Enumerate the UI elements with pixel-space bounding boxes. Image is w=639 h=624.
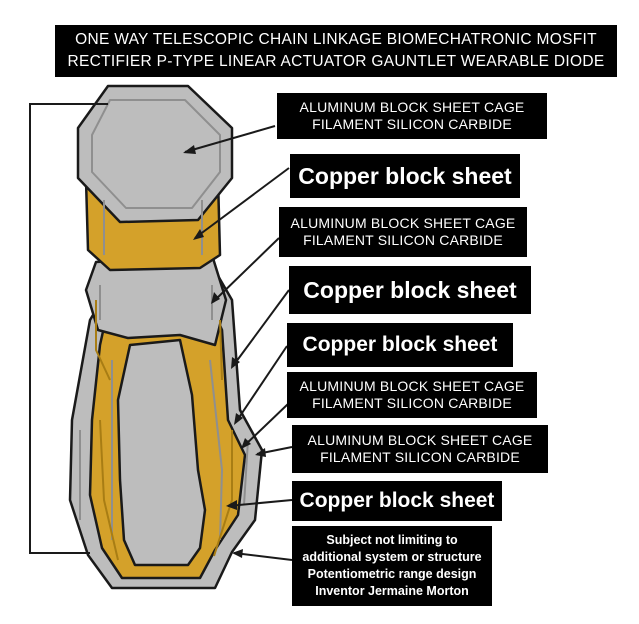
mid-aluminum-cage bbox=[84, 253, 228, 347]
label-copper-sheet-2: Copper block sheet bbox=[289, 266, 531, 314]
inventor-note: Subject not limiting to additional syste… bbox=[292, 526, 492, 606]
arrow-copper-4 bbox=[227, 499, 293, 507]
arrow-copper-2 bbox=[232, 289, 290, 367]
label-copper-sheet-1: Copper block sheet bbox=[290, 154, 520, 198]
diagram-title: ONE WAY TELESCOPIC CHAIN LINKAGE BIOMECH… bbox=[55, 25, 617, 77]
title-line-2: RECTIFIER P-TYPE LINEAR ACTUATOR GAUNTLE… bbox=[67, 53, 605, 70]
arrow-copper-3 bbox=[235, 345, 288, 423]
title-line-1: ONE WAY TELESCOPIC CHAIN LINKAGE BIOMECH… bbox=[75, 30, 597, 48]
arrow-alu-2 bbox=[212, 237, 280, 303]
left-bracket-line bbox=[29, 103, 108, 554]
arrow-copper-1 bbox=[194, 167, 290, 239]
top-aluminum-cage bbox=[76, 84, 234, 224]
arrow-alu-3 bbox=[242, 402, 290, 448]
label-aluminum-cage-3: ALUMINUM BLOCK SHEET CAGE FILAMENT SILIC… bbox=[287, 372, 537, 418]
label-aluminum-cage-2: ALUMINUM BLOCK SHEET CAGE FILAMENT SILIC… bbox=[279, 207, 527, 257]
label-aluminum-cage-4: ALUMINUM BLOCK SHEET CAGE FILAMENT SILIC… bbox=[292, 425, 548, 473]
arrow-note bbox=[233, 552, 293, 561]
label-aluminum-cage-1: ALUMINUM BLOCK SHEET CAGE FILAMENT SILIC… bbox=[277, 93, 547, 139]
label-copper-sheet-3: Copper block sheet bbox=[287, 323, 513, 367]
label-copper-sheet-4: Copper block sheet bbox=[292, 481, 502, 521]
leader-arrows bbox=[184, 125, 293, 561]
gauntlet-device bbox=[68, 84, 264, 590]
inner-aluminum-core bbox=[116, 338, 207, 567]
arrow-alu-1 bbox=[184, 125, 276, 153]
